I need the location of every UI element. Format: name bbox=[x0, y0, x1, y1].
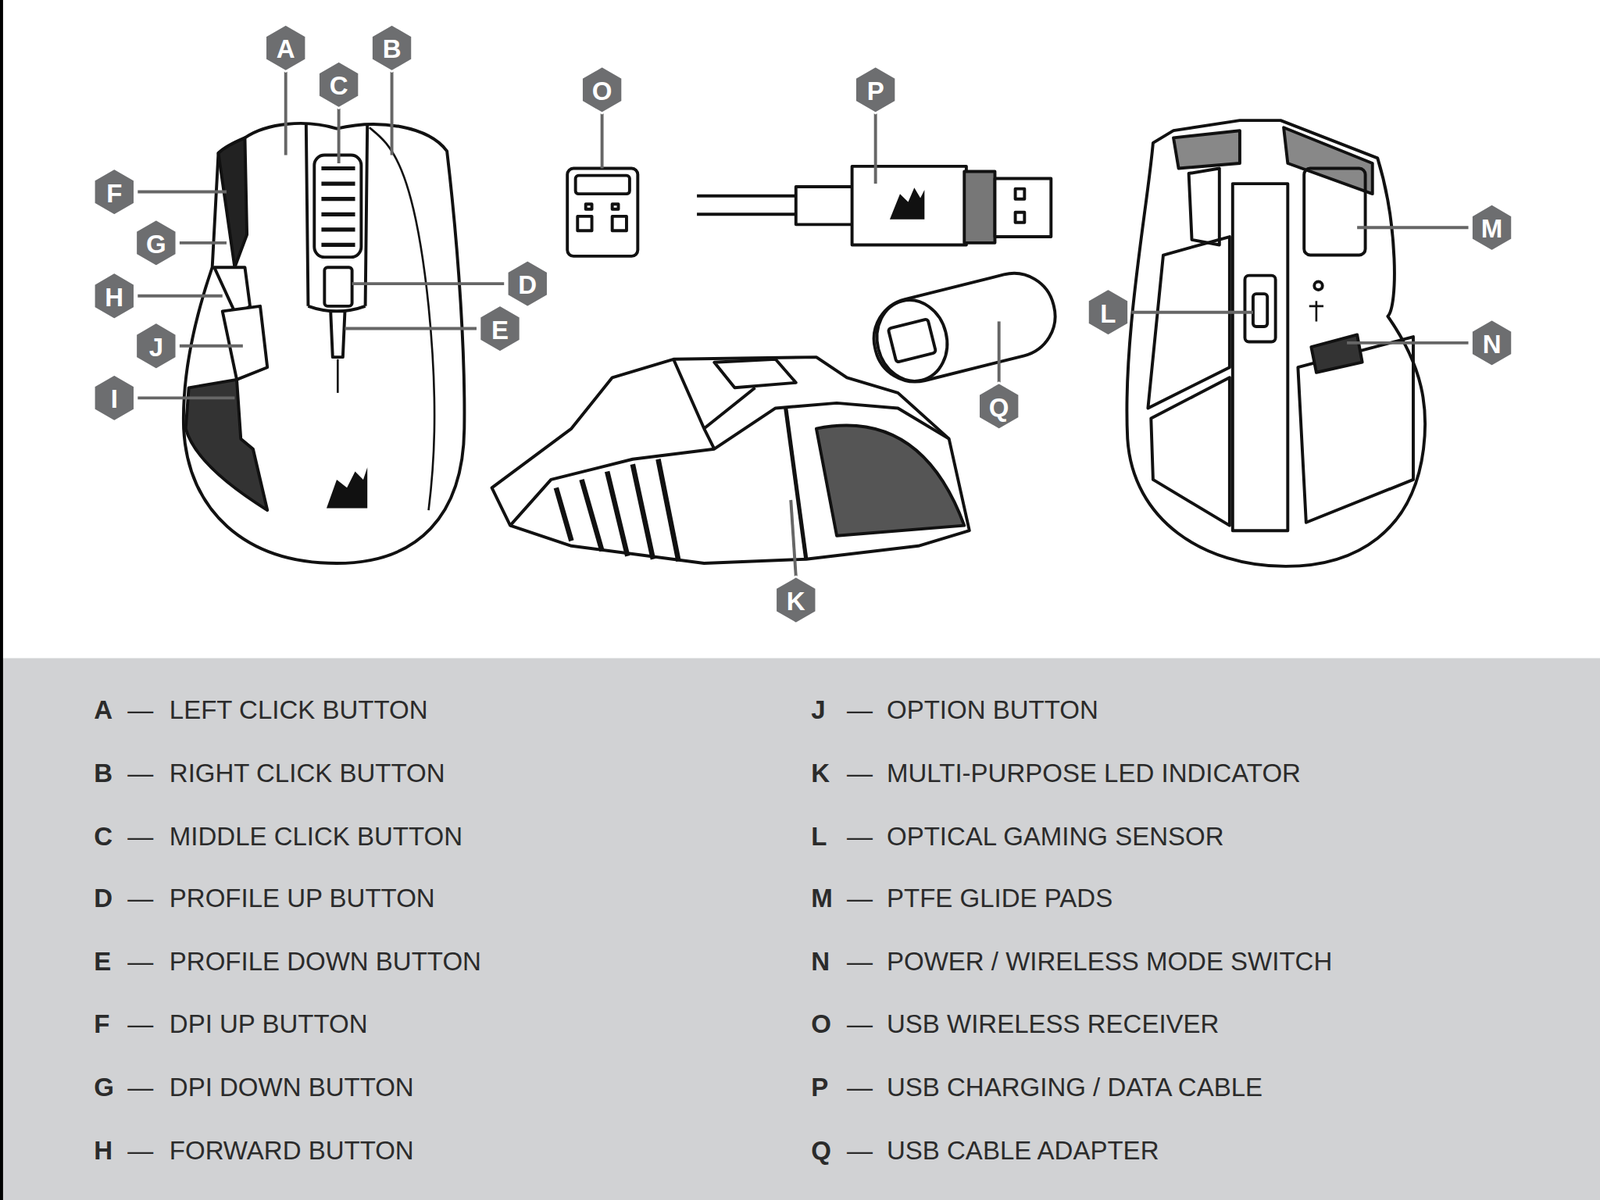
legend-band bbox=[3, 657, 1600, 1200]
legend-key: M bbox=[810, 885, 833, 911]
callout-letter: B bbox=[382, 35, 402, 62]
part-name: USB CABLE ADAPTER bbox=[886, 1137, 1159, 1164]
callout-hexagon bbox=[978, 382, 1020, 430]
callout-letter: P bbox=[867, 77, 885, 104]
callout-hexagon bbox=[855, 66, 897, 114]
legend-dash: — bbox=[127, 759, 154, 786]
callout-letter: C bbox=[329, 72, 349, 99]
legend-key: B bbox=[93, 759, 113, 786]
legend-dash: — bbox=[846, 759, 873, 786]
part-name: RIGHT CLICK BUTTON bbox=[169, 759, 446, 786]
callout-letter: E bbox=[491, 316, 509, 343]
part-name: OPTION BUTTON bbox=[886, 696, 1099, 722]
part-name: PTFE GLIDE PADS bbox=[886, 885, 1113, 911]
legend-key: C bbox=[93, 822, 113, 849]
callout-letter: N bbox=[1482, 330, 1502, 357]
part-name: USB CHARGING / DATA CABLE bbox=[886, 1074, 1263, 1100]
callout-letter: O bbox=[592, 77, 613, 104]
callout-letter: L bbox=[1100, 300, 1116, 326]
legend-dash: — bbox=[127, 1074, 154, 1100]
legend-key: Q bbox=[810, 1137, 832, 1164]
legend-dash: — bbox=[127, 1137, 154, 1164]
part-name: PROFILE DOWN BUTTON bbox=[169, 948, 482, 975]
callout-hexagon bbox=[93, 168, 135, 216]
callout-hexagon bbox=[1087, 289, 1129, 336]
legend-key: L bbox=[810, 822, 827, 849]
part-name: DPI DOWN BUTTON bbox=[169, 1074, 415, 1100]
legend-key: O bbox=[810, 1010, 832, 1037]
legend-dash: — bbox=[846, 1074, 873, 1100]
callout-letter: M bbox=[1481, 215, 1504, 242]
callout-hexagon bbox=[582, 66, 623, 114]
callout-letter: F bbox=[106, 179, 122, 206]
legend-key: F bbox=[93, 1010, 110, 1037]
legend-key: J bbox=[810, 696, 825, 722]
callout-hexagon bbox=[1471, 203, 1513, 251]
legend-dash: — bbox=[846, 948, 873, 975]
legend-key: P bbox=[810, 1074, 829, 1100]
callout-hexagon bbox=[135, 322, 177, 370]
part-name: USB WIRELESS RECEIVER bbox=[886, 1010, 1219, 1037]
part-name: FORWARD BUTTON bbox=[169, 1137, 415, 1164]
legend-key: N bbox=[810, 948, 830, 975]
legend-dash: — bbox=[127, 948, 154, 975]
callout-hexagon bbox=[775, 576, 817, 624]
legend-key: K bbox=[810, 759, 830, 786]
legend-dash: — bbox=[127, 696, 154, 722]
callout-hexagon bbox=[93, 374, 135, 422]
part-name: MULTI-PURPOSE LED INDICATOR bbox=[886, 759, 1301, 786]
callout-letter: D bbox=[517, 271, 537, 298]
callout-letter: A bbox=[276, 35, 296, 62]
part-name: MIDDLE CLICK BUTTON bbox=[169, 822, 463, 849]
legend-dash: — bbox=[846, 696, 873, 722]
callout-letter: J bbox=[149, 333, 164, 360]
legend-key: E bbox=[93, 948, 111, 975]
legend-key: G bbox=[93, 1074, 115, 1100]
callout-letter: H bbox=[104, 283, 124, 310]
legend-dash: — bbox=[127, 885, 154, 911]
legend-dash: — bbox=[846, 885, 873, 911]
legend-dash: — bbox=[127, 822, 154, 849]
callout-hexagon bbox=[1471, 319, 1513, 367]
part-name: OPTICAL GAMING SENSOR bbox=[886, 822, 1225, 849]
legend-key: A bbox=[93, 696, 113, 722]
part-name: POWER / WIRELESS MODE SWITCH bbox=[886, 948, 1333, 975]
part-name: LEFT CLICK BUTTON bbox=[169, 696, 429, 722]
callout-letter: I bbox=[110, 385, 118, 412]
callout-hexagon bbox=[135, 219, 177, 267]
callout-hexagon bbox=[93, 272, 135, 320]
callout-hexagon bbox=[479, 305, 521, 353]
part-name: DPI UP BUTTON bbox=[169, 1010, 368, 1037]
callout-hexagon bbox=[318, 60, 360, 108]
legend-key: D bbox=[93, 885, 113, 911]
callout-letter: G bbox=[146, 230, 167, 257]
legend-dash: — bbox=[846, 1137, 873, 1164]
callout-letter: Q bbox=[989, 393, 1010, 420]
legend-dash: — bbox=[846, 822, 873, 849]
callout-hexagon bbox=[265, 24, 307, 72]
part-name: PROFILE UP BUTTON bbox=[169, 885, 436, 911]
callout-hexagon bbox=[371, 24, 413, 72]
legend-dash: — bbox=[846, 1010, 873, 1037]
legend-key: H bbox=[93, 1137, 113, 1164]
callout-hexagon bbox=[507, 260, 548, 308]
legend-dash: — bbox=[127, 1010, 154, 1037]
callout-letter: K bbox=[786, 588, 806, 615]
